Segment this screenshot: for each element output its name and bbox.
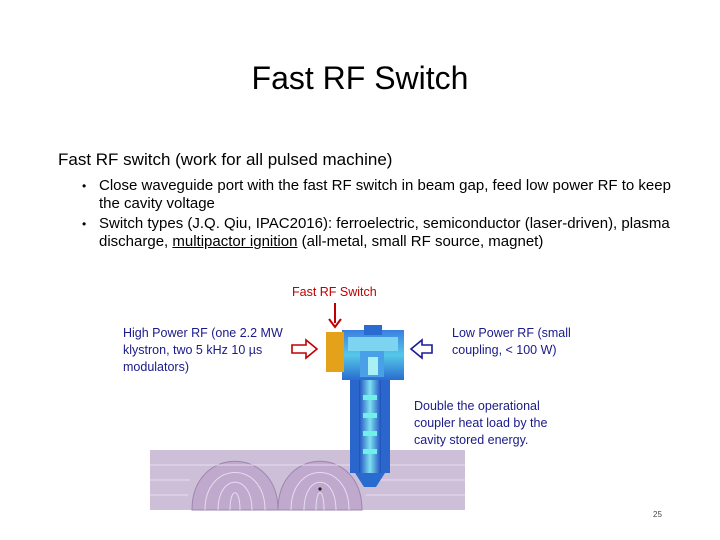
- low-power-arrow-icon: [409, 338, 433, 360]
- rf-switch-figure: [150, 303, 465, 511]
- coupler-tip: [355, 473, 385, 487]
- underlined-term: multipactor ignition: [172, 233, 298, 250]
- high-power-arrow-icon: [291, 338, 319, 360]
- high-power-label: High Power RF (one 2.2 MW klystron, two …: [123, 326, 283, 374]
- bullet-text: Close waveguide port with the fast RF sw…: [99, 177, 671, 212]
- fast-rf-switch-block: [326, 332, 344, 372]
- bullet-text: Switch types (J.Q. Qiu, IPAC2016): ferro…: [82, 215, 682, 251]
- low-power-label: Low Power RF (small coupling, < 100 W): [452, 326, 571, 357]
- section-heading: Fast RF switch (work for all pulsed mach…: [58, 150, 393, 169]
- bullet-glyph: •: [82, 179, 87, 193]
- cavity-diagram: [150, 450, 465, 511]
- bullet-text-end: (all-metal, small RF source, magnet): [297, 233, 544, 250]
- bullet-item: • Switch types (J.Q. Qiu, IPAC2016): fer…: [82, 215, 682, 251]
- waveguide-core: [359, 375, 381, 473]
- switch-arrow-icon: [328, 303, 342, 329]
- waveguide-coupler: [342, 325, 404, 487]
- bullet-item: • Close waveguide port with the fast RF …: [82, 177, 682, 213]
- cavity-cell-right: [277, 460, 363, 511]
- bullet-text-start: Switch types (J.Q. Qiu, IPAC2016): ferro…: [99, 215, 670, 250]
- switch-label: Fast RF Switch: [292, 285, 377, 299]
- heat-load-note: Double the operational coupler heat load…: [414, 399, 548, 447]
- cavity-cell-left: [191, 460, 279, 511]
- bullet-glyph: •: [82, 217, 87, 231]
- beam-point: [318, 487, 322, 491]
- slide-title: Fast RF Switch: [251, 60, 469, 96]
- page-number: 25: [653, 510, 662, 519]
